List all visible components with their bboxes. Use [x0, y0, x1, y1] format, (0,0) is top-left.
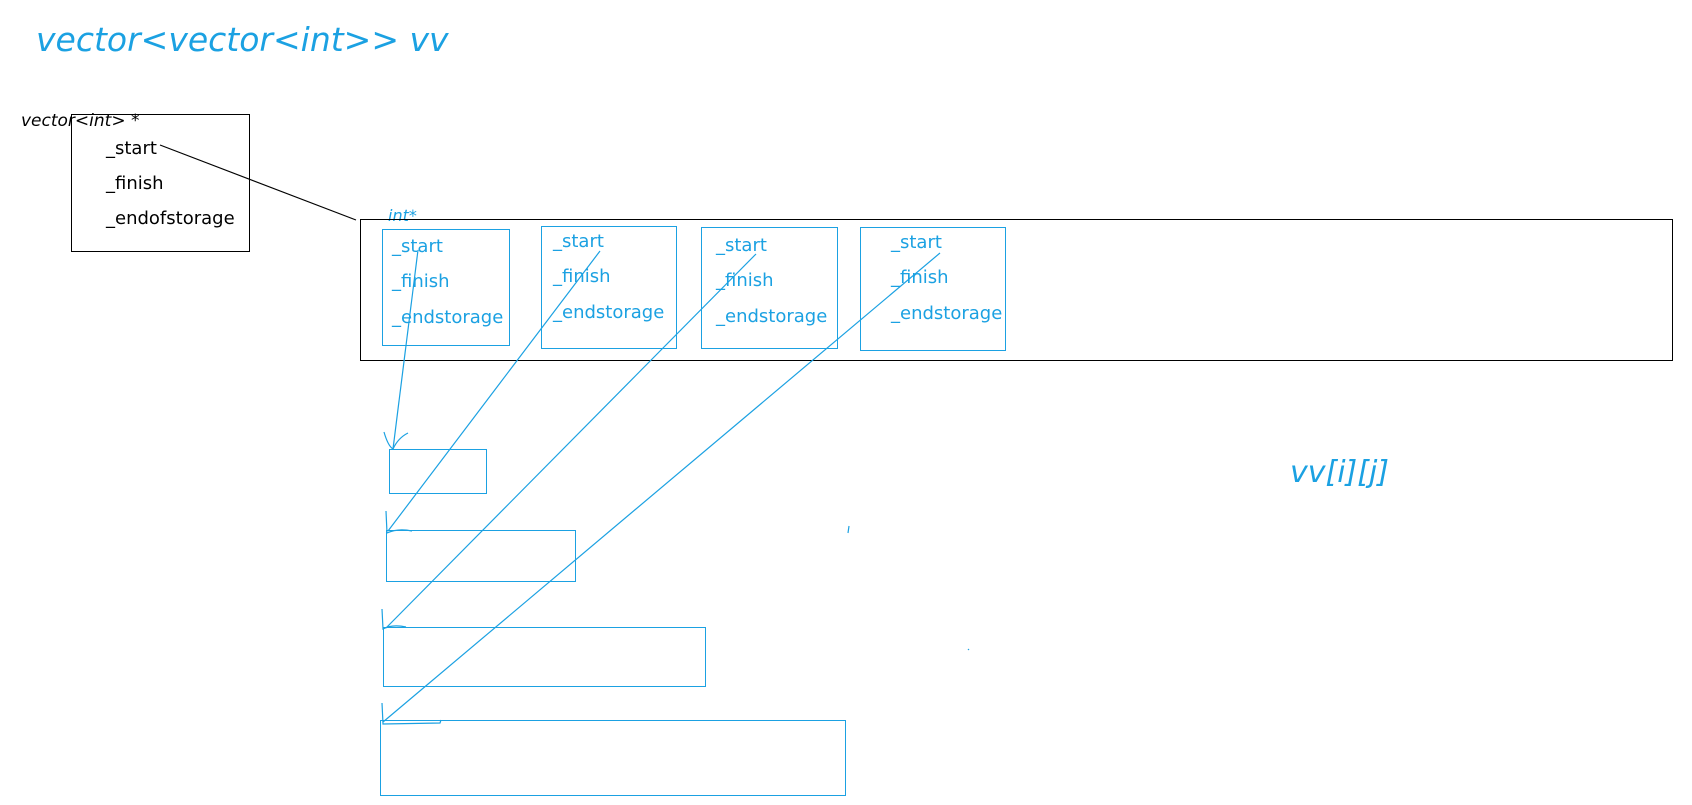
- inner-2-field-endstorage: _endstorage: [716, 306, 828, 327]
- outer-start-pointer-line: [159, 144, 357, 221]
- inner-vector-box-3: [860, 227, 1006, 351]
- outer-field-start: _start: [106, 138, 157, 159]
- int-array-3: [380, 720, 846, 796]
- int-array-1: [386, 530, 576, 582]
- inner-1-pointer-line: [387, 250, 601, 532]
- inner-vector-box-1: [541, 226, 677, 349]
- int-array-2: [383, 627, 706, 687]
- int-array-0: [389, 449, 487, 494]
- inner-0-arrowhead: [383, 431, 409, 450]
- inner-1-arrowhead: [385, 510, 413, 534]
- inner-0-field-endstorage: _endstorage: [392, 307, 504, 328]
- inner-3-pointer-line: [382, 252, 941, 723]
- inner-vector-box-2: [701, 227, 838, 349]
- inner-1-field-finish: _finish: [553, 266, 611, 287]
- outer-type-label: vector<int> *: [21, 111, 140, 131]
- inner-vector-box-0: [382, 229, 510, 346]
- inner-3-arrowhead: [381, 702, 442, 725]
- index-expression: vv[i][j]: [1290, 455, 1389, 490]
- inner-2-field-start: _start: [716, 235, 767, 256]
- inner-3-field-endstorage: _endstorage: [891, 303, 1003, 324]
- inner-2-field-finish: _finish: [716, 270, 774, 291]
- inner-0-field-start: _start: [392, 236, 443, 257]
- pointer-array-label: int*: [388, 206, 417, 225]
- inner-0-pointer-line: [392, 249, 419, 450]
- outer-field-finish: _finish: [106, 173, 164, 194]
- stray-dot: [967, 648, 970, 651]
- inner-1-field-start: _start: [553, 231, 604, 252]
- inner-2-arrowhead: [381, 608, 407, 630]
- pointer-array-box: [360, 219, 1673, 361]
- outer-field-endofstorage: _endofstorage: [106, 208, 235, 229]
- inner-3-field-start: _start: [891, 232, 942, 253]
- diagram-title: vector<vector<int>> vv: [36, 20, 449, 59]
- inner-0-field-finish: _finish: [392, 271, 450, 292]
- outer-vector-box: [71, 114, 250, 252]
- stray-mark: [847, 525, 850, 534]
- inner-1-field-endstorage: _endstorage: [553, 302, 665, 323]
- inner-2-pointer-line: [385, 253, 757, 629]
